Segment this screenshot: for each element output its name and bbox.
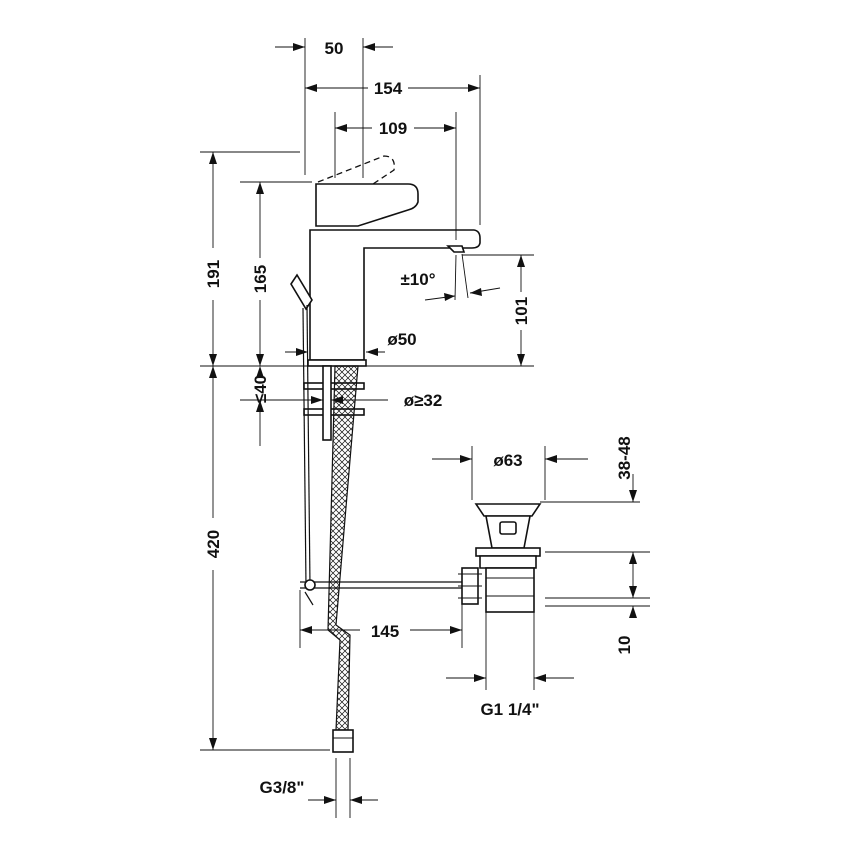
drain-body — [485, 567, 535, 613]
drain-waste — [458, 503, 542, 613]
dim-50: 50 — [325, 39, 344, 58]
aerator — [446, 245, 466, 253]
lever-dashed-outline — [317, 155, 395, 187]
threaded-stud — [322, 365, 332, 441]
dimension-labels: 50 154 109 191 165 ±10° 101 ø50 ≤40 ø≥32… — [204, 39, 634, 797]
dimension-lines — [209, 43, 637, 804]
dim-154: 154 — [374, 79, 403, 98]
dim-le40: ≤40 — [251, 375, 270, 403]
braided-hose — [327, 365, 359, 753]
dim-420: 420 — [204, 530, 223, 558]
dim-165: 165 — [251, 265, 270, 293]
dim-angle: ±10° — [400, 270, 435, 289]
faucet-base — [307, 359, 367, 367]
dim-dia50: ø50 — [387, 330, 416, 349]
dim-145: 145 — [371, 622, 399, 641]
pop-up-rod — [290, 273, 313, 311]
faucet — [290, 155, 481, 441]
faucet-body — [309, 229, 481, 361]
dim-101: 101 — [512, 297, 531, 325]
dim-dia32: ø≥32 — [404, 391, 443, 410]
dim-191: 191 — [204, 260, 223, 288]
dim-g1-1-4: G1 1/4" — [480, 700, 539, 719]
dim-g3-8: G3/8" — [260, 778, 305, 797]
extension-lines — [200, 38, 650, 818]
dim-109: 109 — [379, 119, 407, 138]
dim-dia63: ø63 — [493, 451, 522, 470]
dim-38-48: 38-48 — [615, 436, 634, 479]
dim-10: 10 — [615, 636, 634, 655]
hose-nut — [332, 729, 354, 753]
faucet-lever — [315, 183, 419, 227]
drain-flange — [474, 503, 542, 517]
